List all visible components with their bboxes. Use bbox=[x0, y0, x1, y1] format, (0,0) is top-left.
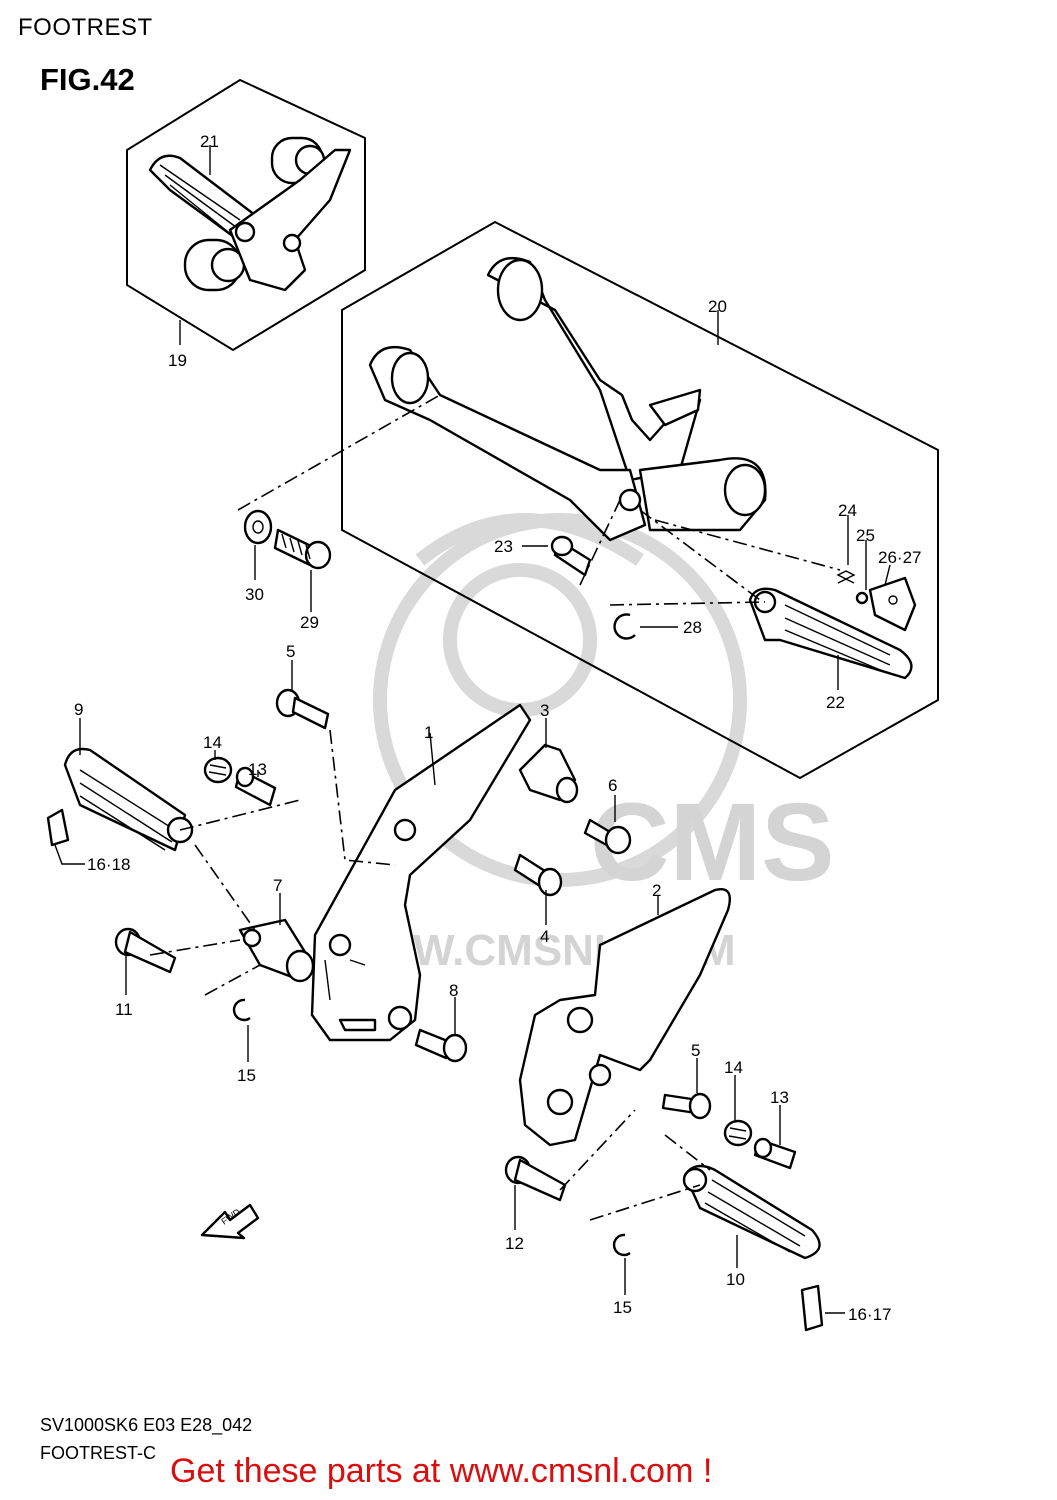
part-29-bolt bbox=[273, 528, 332, 570]
callout-19: 19 bbox=[168, 351, 187, 370]
callout-28: 28 bbox=[683, 618, 702, 637]
part-2-bracket bbox=[518, 888, 732, 1147]
part-30-washer bbox=[243, 509, 273, 545]
part-22-footpeg bbox=[748, 570, 917, 680]
callout-3: 3 bbox=[540, 701, 549, 720]
part-23-pin bbox=[550, 535, 592, 577]
callout-15-right: 15 bbox=[613, 1298, 632, 1317]
callout-7: 7 bbox=[273, 876, 282, 895]
callout-12: 12 bbox=[505, 1234, 524, 1253]
assembly-frame-19 bbox=[126, 78, 366, 352]
part-13-collar-right bbox=[753, 1137, 797, 1170]
part-14-spring-right bbox=[723, 1119, 753, 1147]
figure-label: FIG.42 bbox=[40, 62, 135, 97]
callout-10: 10 bbox=[726, 1270, 745, 1289]
part-13-collar bbox=[234, 766, 277, 807]
callout-22: 22 bbox=[826, 693, 845, 712]
part-6-bolt bbox=[583, 818, 632, 855]
leader-lines bbox=[54, 145, 891, 1314]
page-title: FOOTREST bbox=[18, 14, 153, 41]
callout-13-right: 13 bbox=[770, 1088, 789, 1107]
callout-23: 23 bbox=[494, 537, 513, 556]
assembly-frame-20 bbox=[341, 220, 939, 780]
part-4-bolt bbox=[513, 853, 563, 897]
callout-15-left: 15 bbox=[237, 1066, 256, 1085]
part-8-bolt bbox=[414, 1028, 468, 1063]
callout-16-17: 16·17 bbox=[848, 1305, 891, 1324]
assembly-lines bbox=[149, 394, 841, 1221]
part-28-clip bbox=[613, 613, 636, 640]
callout-5: 5 bbox=[286, 642, 295, 661]
callout-30: 30 bbox=[245, 585, 264, 604]
part-11-pin bbox=[114, 927, 177, 974]
part-12-pin bbox=[504, 1155, 567, 1202]
model-code: SV1000SK6 E03 E28_042 bbox=[40, 1415, 253, 1435]
callout-2: 2 bbox=[652, 881, 661, 900]
part-3-stopper bbox=[518, 743, 579, 804]
part-10-footpeg bbox=[682, 1164, 824, 1332]
callout-21: 21 bbox=[200, 132, 219, 151]
callout-14: 14 bbox=[203, 733, 222, 752]
callout-26-27: 26·27 bbox=[878, 548, 921, 567]
callout-6: 6 bbox=[608, 776, 617, 795]
part-1-bracket bbox=[310, 703, 532, 1042]
part-7-pivot bbox=[238, 918, 315, 983]
callout-14-right: 14 bbox=[724, 1058, 743, 1077]
callout-9: 9 bbox=[74, 700, 83, 719]
part-20-bracket bbox=[368, 257, 767, 542]
callout-13: 13 bbox=[248, 760, 267, 779]
cta-link[interactable]: Get these parts at www.cmsnl.com ! bbox=[170, 1452, 713, 1490]
callout-20: 20 bbox=[708, 297, 727, 316]
part-5-bolt-right bbox=[661, 1092, 712, 1120]
callout-labels: 21 19 20 24 25 26·27 23 28 22 30 29 5 3 … bbox=[74, 132, 921, 1324]
callout-4: 4 bbox=[540, 927, 549, 946]
part-14-spring bbox=[203, 756, 233, 784]
fwd-arrow-icon: FWD bbox=[200, 1203, 260, 1240]
part-15-clip-right bbox=[612, 1233, 631, 1257]
callout-5-right: 5 bbox=[691, 1041, 700, 1060]
callout-25: 25 bbox=[856, 526, 875, 545]
callout-11: 11 bbox=[115, 1000, 133, 1019]
callout-29: 29 bbox=[300, 613, 319, 632]
part-15-clip-left bbox=[232, 998, 251, 1022]
callout-16-18: 16·18 bbox=[87, 855, 130, 874]
callout-24: 24 bbox=[838, 501, 857, 520]
part-9-footpeg bbox=[46, 747, 194, 852]
callout-1: 1 bbox=[424, 723, 433, 742]
callout-8: 8 bbox=[449, 981, 458, 1000]
part-21-footrest-assembly bbox=[148, 136, 352, 292]
drawing-code: FOOTREST-C bbox=[40, 1443, 156, 1463]
part-5-bolt bbox=[275, 688, 330, 730]
